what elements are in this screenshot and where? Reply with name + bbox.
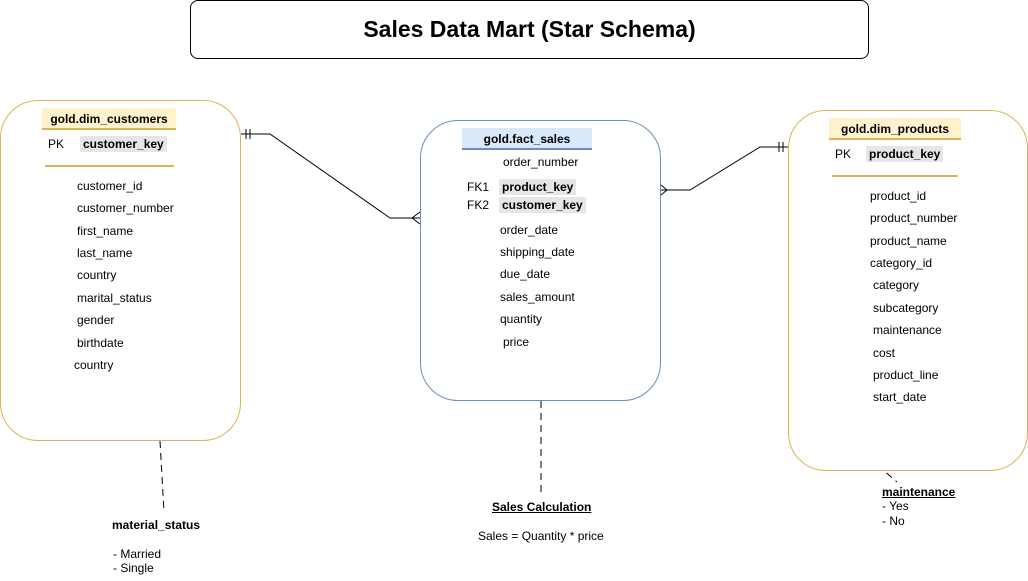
customers-field: customer_number (77, 201, 174, 215)
dim-customers-header: gold.dim_customers (42, 108, 176, 130)
customers-field: country (77, 268, 117, 282)
fact-field: due_date (500, 267, 551, 281)
material-status-note-title: material_status (112, 518, 201, 532)
products-field: product_number (870, 211, 958, 225)
fact-sales-header: gold.fact_sales (462, 128, 592, 150)
customers-field: birthdate (77, 336, 124, 350)
customers-field: first_name (77, 224, 134, 238)
customers-field: gender (77, 313, 115, 327)
products-field: category (873, 278, 920, 292)
maintenance-option: - Yes (882, 499, 909, 513)
fact-field: order_date (500, 223, 559, 237)
dim-products-entity[interactable] (788, 110, 1028, 471)
customers-field: last_name (77, 246, 133, 260)
fact-field: sales_amount (500, 290, 575, 304)
fact-field: shipping_date (500, 245, 575, 259)
fact-field: quantity (500, 312, 543, 326)
maintenance-option: - No (882, 514, 905, 528)
material-status-option: - Married (113, 547, 162, 561)
material-note-connector (159, 440, 165, 513)
fact-fk1-label: FK1 (467, 180, 490, 194)
products-field: maintenance (873, 323, 942, 337)
maintenance-note-title: maintenance (882, 485, 956, 499)
sales-calculation-formula: Sales = Quantity * price (478, 529, 604, 543)
fact-fk2-field: customer_key (499, 197, 586, 213)
products-pk-label: PK (835, 147, 852, 161)
customers-field: country (74, 358, 114, 372)
sales-calculation-note-title: Sales Calculation (492, 500, 592, 514)
products-field: start_date (873, 390, 927, 404)
products-separator (832, 175, 958, 177)
products-field: product_id (870, 189, 927, 203)
fact-fk1-field: product_key (499, 179, 577, 195)
customers-field: customer_id (77, 179, 143, 193)
customers-fact-relationship (241, 129, 421, 225)
dim-customers-entity[interactable] (0, 100, 241, 441)
products-field: product_line (873, 368, 939, 382)
fact-field-order-number: order_number (503, 155, 579, 169)
fact-sales-entity[interactable] (420, 120, 661, 401)
customers-pk-label: PK (48, 137, 65, 151)
customers-field: marital_status (77, 291, 152, 305)
dim-products-header: gold.dim_products (829, 118, 961, 140)
fact-products-relationship (660, 142, 788, 196)
fact-fk2-label: FK2 (467, 198, 490, 212)
diagram-title: Sales Data Mart (Star Schema) (190, 0, 869, 59)
products-field: category_id (870, 256, 933, 270)
material-status-option: - Single (113, 561, 154, 575)
customers-pk-field: customer_key (80, 136, 167, 152)
fact-field: price (503, 335, 530, 349)
customers-separator (45, 165, 174, 167)
products-field: product_name (870, 234, 947, 248)
products-pk-field: product_key (866, 146, 944, 162)
products-field: cost (873, 346, 896, 360)
products-field: subcategory (873, 301, 939, 315)
